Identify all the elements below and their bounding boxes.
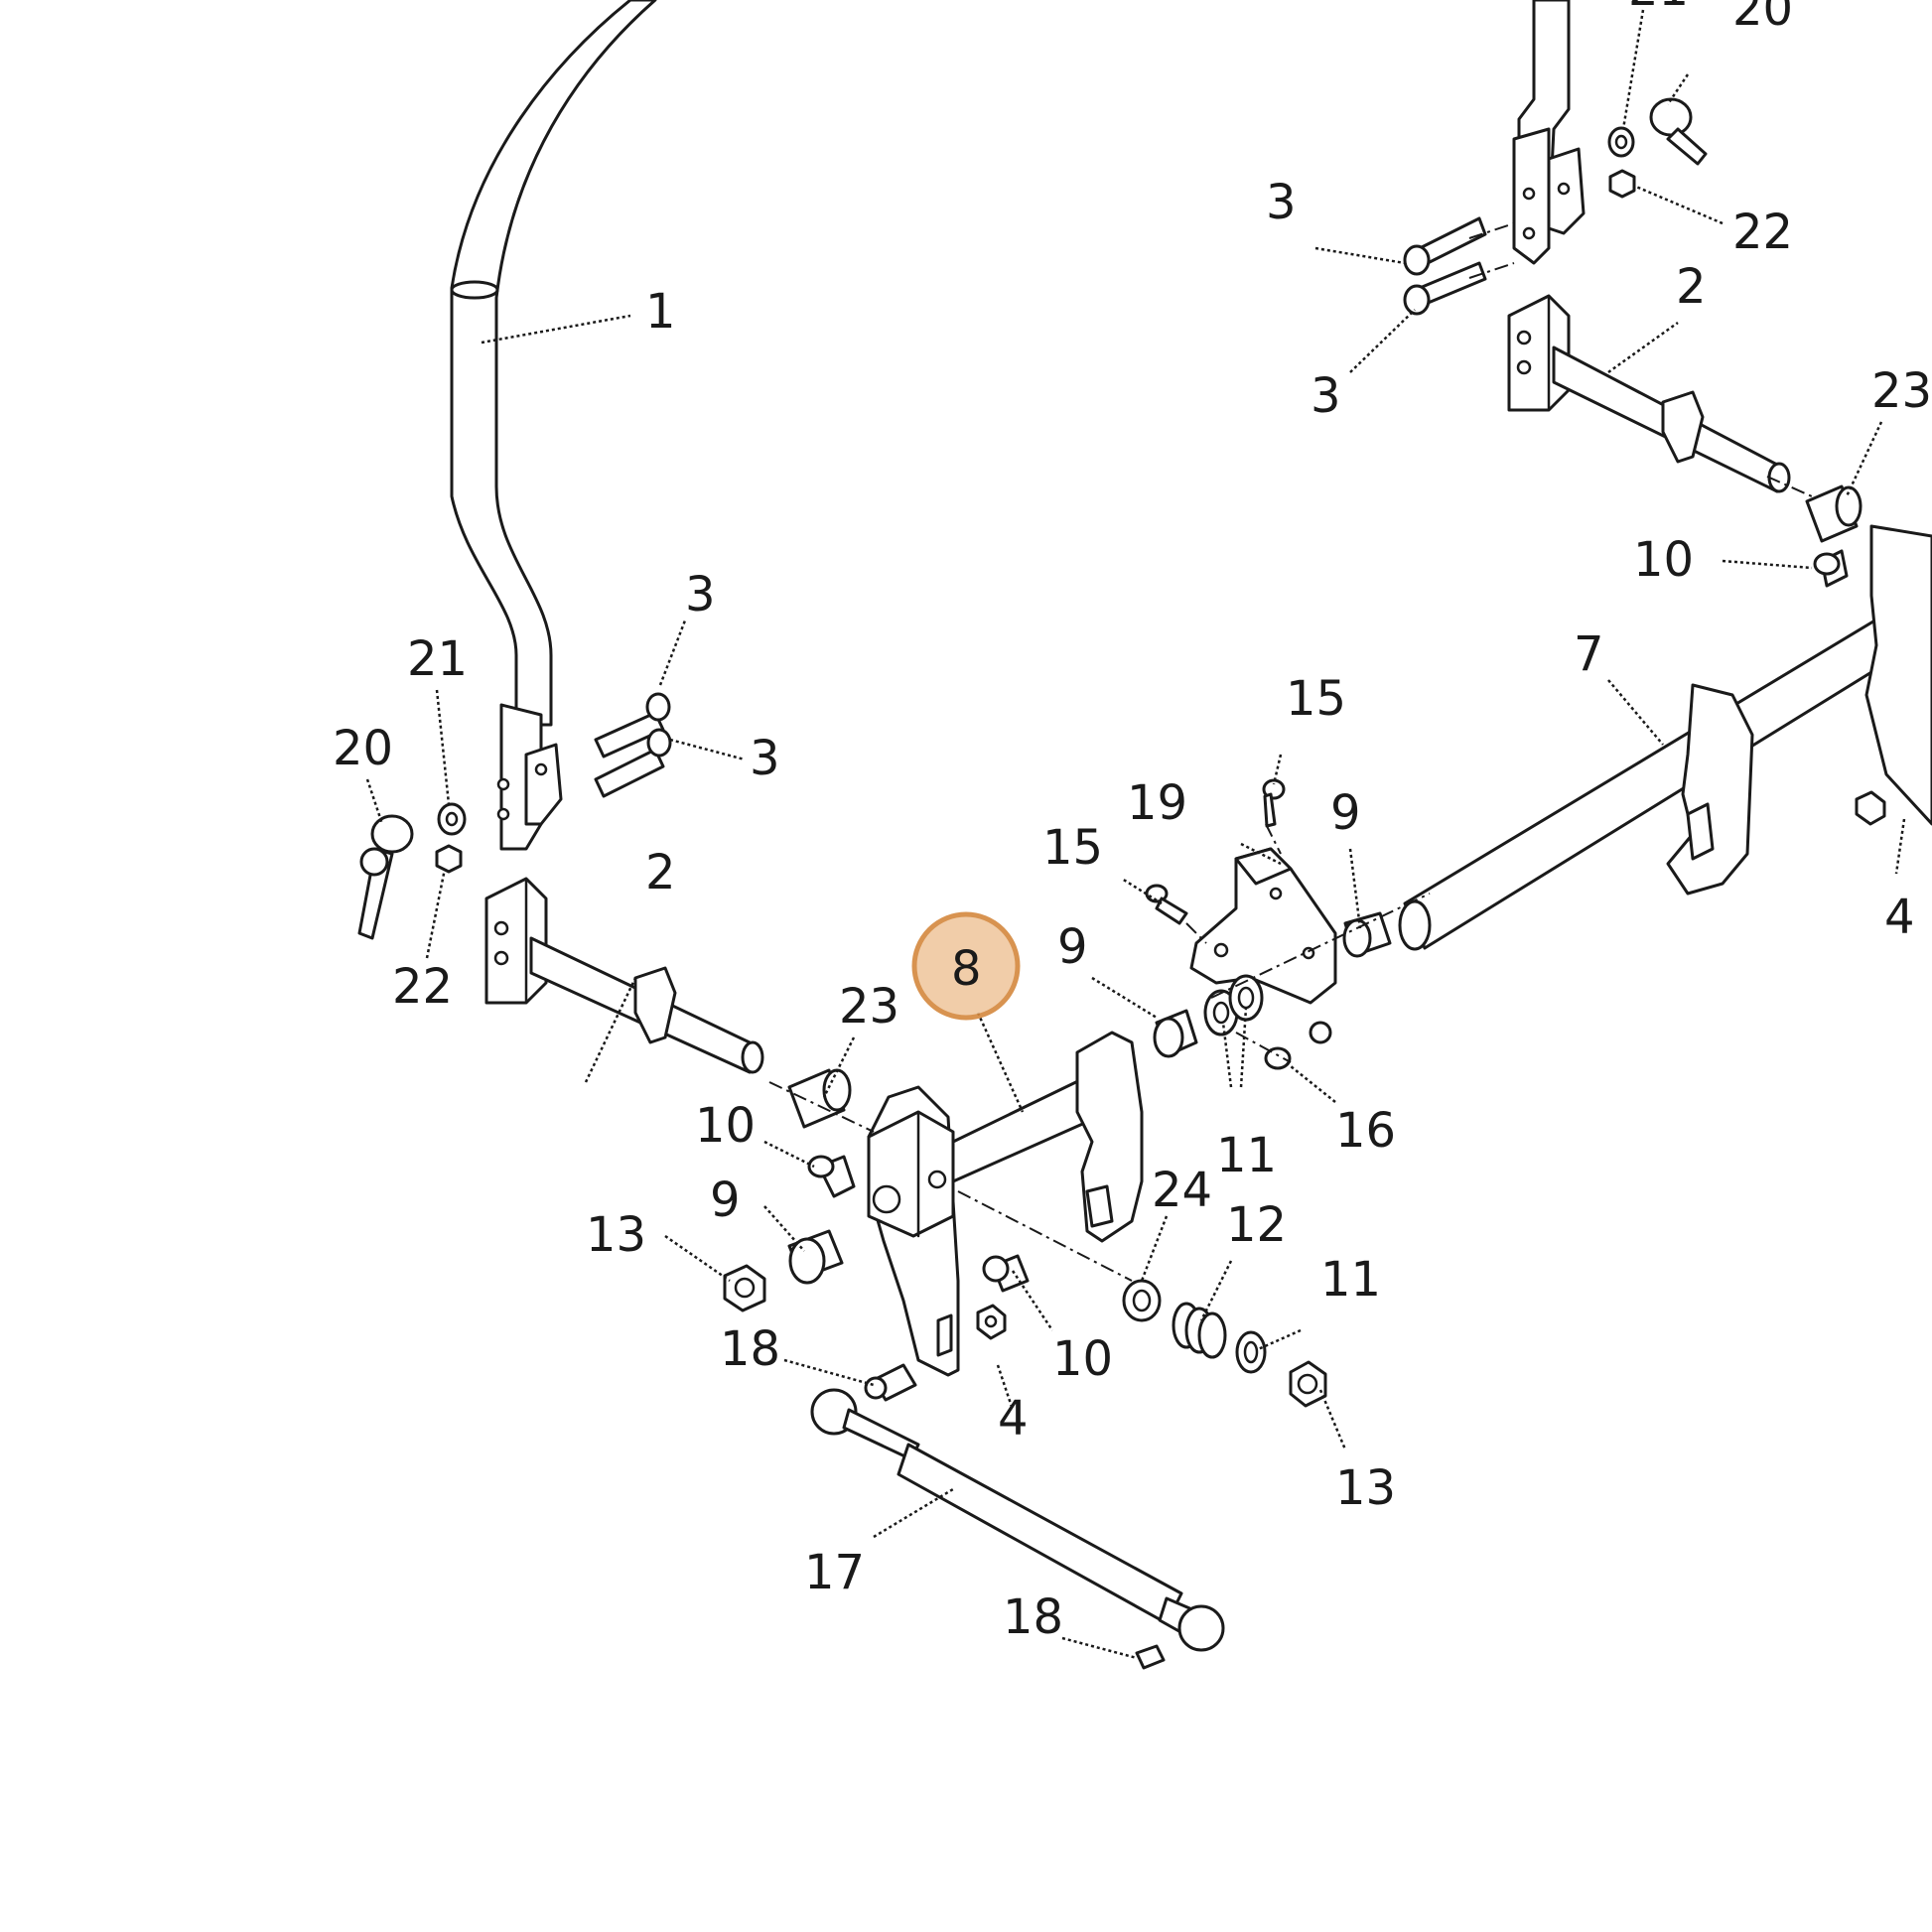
left-mount-block xyxy=(484,877,764,1074)
callout-19[interactable]: 19 xyxy=(1127,775,1187,831)
callout-15[interactable]: 15 xyxy=(1286,671,1346,727)
highlight-marker[interactable] xyxy=(911,911,1021,1021)
callout-10[interactable]: 10 xyxy=(1633,532,1694,588)
callout-9[interactable]: 9 xyxy=(710,1173,741,1228)
left-bushing xyxy=(787,1068,852,1129)
callout-9[interactable]: 9 xyxy=(1330,785,1361,841)
callout-4[interactable]: 4 xyxy=(1884,890,1915,945)
callout-21[interactable]: 21 xyxy=(407,631,468,687)
callout-2[interactable]: 2 xyxy=(645,845,676,900)
center-upper-bracket xyxy=(1145,778,1392,1070)
gas-strut xyxy=(810,1388,1225,1670)
callout-16[interactable]: 16 xyxy=(1335,1103,1396,1159)
lower-left-hardware xyxy=(723,1229,844,1312)
callout-9[interactable]: 9 xyxy=(1057,919,1088,975)
right-control-handle xyxy=(1403,0,1708,316)
callout-7[interactable]: 7 xyxy=(1574,626,1604,682)
callout-8[interactable]: 8 xyxy=(951,941,982,997)
upper-pin xyxy=(864,1363,917,1402)
callout-12[interactable]: 12 xyxy=(1226,1197,1287,1253)
callout-23[interactable]: 23 xyxy=(1871,363,1932,419)
callout-18[interactable]: 18 xyxy=(1003,1589,1063,1645)
callout-23[interactable]: 23 xyxy=(839,979,899,1035)
callout-1[interactable]: 1 xyxy=(645,284,676,340)
left-bolts xyxy=(594,692,672,798)
bracket-lower-hardware xyxy=(976,1254,1030,1340)
callout-18[interactable]: 18 xyxy=(720,1321,780,1377)
callout-24[interactable]: 24 xyxy=(1152,1163,1212,1218)
callout-3[interactable]: 3 xyxy=(685,567,716,622)
right-mount-block xyxy=(1507,294,1932,826)
callout-3[interactable]: 3 xyxy=(1311,368,1341,424)
callout-17[interactable]: 17 xyxy=(804,1545,865,1600)
assembly-axes xyxy=(768,222,1813,1282)
callout-21[interactable]: 21 xyxy=(1628,0,1689,17)
center-pivot-assembly xyxy=(867,1031,1144,1377)
callout-13[interactable]: 13 xyxy=(586,1207,646,1263)
callout-labels: 1 2 2 3 3 3 3 4 4 7 8 9 9 9 10 10 10 11 … xyxy=(333,0,1932,1645)
callout-15[interactable]: 15 xyxy=(1042,820,1103,876)
left-control-handle xyxy=(450,0,657,851)
callout-3[interactable]: 3 xyxy=(750,731,780,786)
callout-4[interactable]: 4 xyxy=(998,1391,1029,1447)
callout-20[interactable]: 20 xyxy=(333,721,393,776)
left-knob-assembly xyxy=(357,802,467,940)
callout-11[interactable]: 11 xyxy=(1216,1128,1277,1183)
spring-hardware xyxy=(1122,1279,1327,1408)
callout-3[interactable]: 3 xyxy=(1266,175,1297,230)
callout-22[interactable]: 22 xyxy=(392,959,453,1015)
callout-10[interactable]: 10 xyxy=(1052,1331,1113,1387)
center-bolt xyxy=(807,1155,856,1198)
main-shaft xyxy=(1398,594,1932,951)
callout-10[interactable]: 10 xyxy=(695,1098,756,1154)
callout-2[interactable]: 2 xyxy=(1676,259,1707,315)
callout-22[interactable]: 22 xyxy=(1732,205,1793,260)
callout-20[interactable]: 20 xyxy=(1732,0,1793,37)
callout-13[interactable]: 13 xyxy=(1335,1460,1396,1516)
leader-lines xyxy=(365,9,1906,1660)
callout-11[interactable]: 11 xyxy=(1320,1252,1381,1308)
